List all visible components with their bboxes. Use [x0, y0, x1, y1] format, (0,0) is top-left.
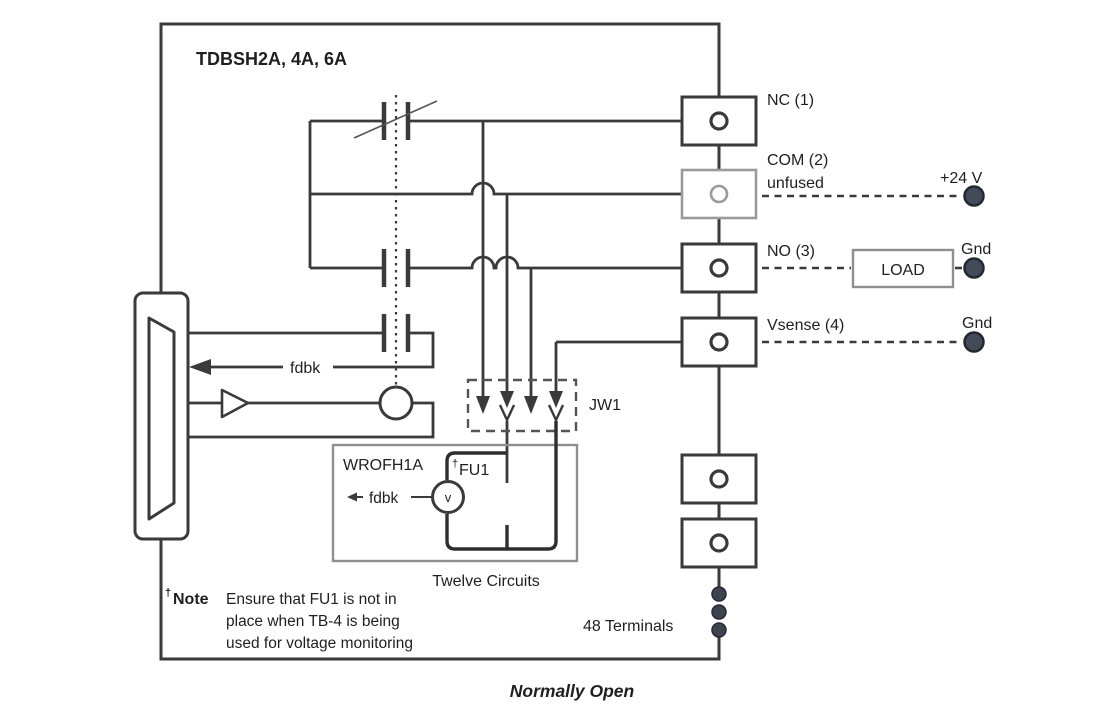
- terminal-hole-6: [709, 533, 729, 553]
- voltmeter-v-label: v: [445, 490, 452, 505]
- gnd-dot-icon: [963, 331, 985, 353]
- jw1-dashed-box: [466, 378, 578, 433]
- socket-chevron-4-icon: [547, 404, 565, 423]
- terminal-hole-no: [709, 258, 729, 278]
- socket-chevron-2-icon: [498, 404, 516, 423]
- com-sublabel: unfused: [767, 175, 824, 192]
- fdbk-label: fdbk: [290, 360, 321, 377]
- note-line-1: Ensure that FU1 is not in: [226, 591, 397, 608]
- jumper-drop-lines: [481, 121, 558, 483]
- wire-fdbk-contact-right: [333, 331, 435, 369]
- arrowhead-2-icon: [500, 391, 514, 408]
- wrofh1a-box: [331, 443, 579, 563]
- plus24v-label: +24 V: [940, 170, 983, 187]
- meter-top-branch: [445, 451, 507, 480]
- meter-bottom-branch: [445, 421, 558, 551]
- fdbk-arrow-icon: [189, 359, 211, 375]
- note-dagger: †: [165, 587, 171, 599]
- contact-rails: [308, 119, 682, 344]
- fu1-dagger: †: [452, 458, 458, 470]
- ellipsis-dot-icon: [711, 586, 727, 602]
- contact-plates: [381, 102, 411, 352]
- terminal-ellipsis-dots: [711, 586, 727, 638]
- terminal-boxes: [680, 95, 758, 569]
- note-block: † Note Ensure that FU1 is not in place w…: [165, 587, 413, 652]
- ellipsis-dot-icon: [711, 604, 727, 620]
- no-label: NO (3): [767, 243, 815, 260]
- com-rail: [310, 181, 682, 196]
- load-label: LOAD: [881, 262, 925, 279]
- terminal-box-5: [680, 453, 758, 505]
- gnd-vsense-label: Gnd: [962, 315, 992, 332]
- jw1-label: JW1: [589, 397, 621, 414]
- load-box: [851, 248, 955, 289]
- frame-bottom-edge: [159, 539, 721, 661]
- com-label: COM (2): [767, 152, 828, 169]
- 48-terminals-label: 48 Terminals: [583, 618, 673, 635]
- terminal-hole-nc: [709, 111, 729, 131]
- terminal-hole-5: [709, 469, 729, 489]
- terminal-hole-vsense: [709, 332, 729, 352]
- note-line-2: place when TB-4 is being: [226, 613, 400, 630]
- jumper-sockets: [498, 404, 565, 423]
- note-line-3: used for voltage monitoring: [226, 635, 413, 652]
- module-wiring: [445, 421, 558, 551]
- page-title: TDBSH2A, 4A, 6A: [196, 49, 347, 69]
- vsense-label: Vsense (4): [767, 317, 844, 334]
- module-fdbk-arrow-icon: [347, 492, 357, 502]
- note-label: Note: [173, 591, 209, 608]
- fu1-label: FU1: [459, 462, 489, 479]
- connector-dsub-face: [147, 316, 176, 521]
- nc-contact-slash-icon: [353, 100, 438, 139]
- outer-frame: [159, 22, 721, 661]
- arrowhead-1-icon: [476, 396, 490, 414]
- frame-top-edge: [159, 22, 721, 293]
- voltmeter-circle: [431, 480, 465, 514]
- external-dashed-wires: [762, 194, 962, 344]
- arrowhead-3-icon: [524, 396, 538, 414]
- twelve-circuits-label: Twelve Circuits: [432, 573, 540, 590]
- module-fdbk-label: fdbk: [369, 490, 399, 507]
- 24v-dot-icon: [963, 185, 985, 207]
- nc-label: NC (1): [767, 92, 814, 109]
- relay-coil-circle: [378, 385, 414, 421]
- arrowhead-4-icon: [549, 391, 563, 408]
- wrofh1a-label: WROFH1A: [343, 457, 423, 474]
- gnd-dot-icon: [963, 257, 985, 279]
- wire-coil-return: [188, 401, 435, 439]
- diagram-caption: Normally Open: [510, 681, 634, 701]
- buffer-triangle-icon: [220, 388, 250, 419]
- jumper-arrowheads: [476, 391, 563, 414]
- left-connector: [133, 291, 190, 541]
- coil-wiring: [188, 331, 435, 439]
- power-dots: [963, 185, 985, 353]
- terminal-hole-com: [709, 184, 729, 204]
- gnd-load-label: Gnd: [961, 241, 991, 258]
- ellipsis-dot-icon: [711, 622, 727, 638]
- connector-body: [133, 291, 190, 541]
- no-rail-right: [410, 255, 682, 270]
- terminal-box-6: [680, 517, 758, 569]
